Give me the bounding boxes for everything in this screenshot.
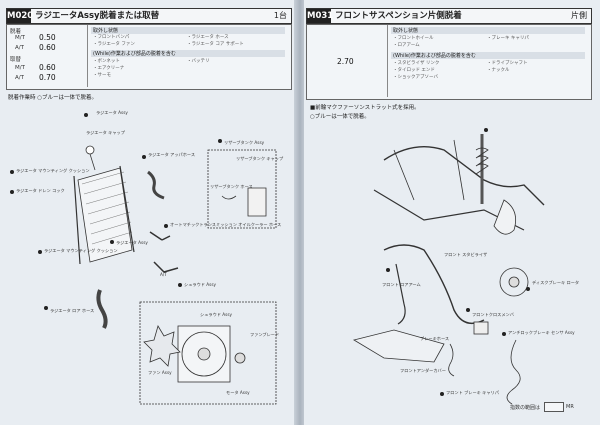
page-range-box — [544, 402, 564, 412]
part-label: リザーブタンク ホース — [210, 184, 253, 189]
callout-dot — [142, 155, 146, 159]
part-label: フロントクロスメンバ — [472, 312, 514, 317]
right-note-1: ■前輪マクファーソンストラット式を採用。 — [310, 105, 420, 111]
condition-row: ・ラジエータ ファン — [93, 42, 135, 47]
callout-dot — [218, 139, 222, 143]
part-label: ファンブレード — [250, 332, 280, 337]
callout-dot — [178, 283, 182, 287]
section-state: 取外し状態 — [91, 27, 285, 34]
part-label: アンチロックブレーキ センサ Assy — [508, 330, 575, 335]
part-label: ラジエータ キャップ — [86, 130, 125, 135]
right-page: M031 フロントサスペンション片側脱着 片側 2.70 取外し状態 ・フロント… — [304, 0, 600, 425]
page-range-mark: MR — [566, 404, 574, 410]
callout-dot — [84, 113, 88, 117]
part-label: フロント ロアアーム — [382, 282, 421, 287]
part-label: リザーブタンク キャップ — [236, 156, 284, 161]
section-state: 取外し状態 — [391, 27, 585, 34]
right-time-table: 2.70 取外し状態 ・フロントホイール ・ブレーキ キャリパ ・ロアアーム (… — [306, 24, 592, 100]
part-label: ラジエータ Assy — [116, 240, 148, 245]
part-label: オートマチックトランスミッション オイルクーラー ホース — [170, 222, 282, 227]
part-label: ラジエータ ドレン コック — [16, 188, 65, 193]
condition-row: ・スタビライザ リンク — [393, 61, 440, 66]
callout-dot — [386, 268, 390, 272]
condition-row: ・ショックアブソーバ — [393, 75, 438, 80]
callout-dot — [484, 128, 488, 132]
part-label: フロントアンダーカバー — [400, 368, 446, 373]
part-label: フロント ブレーキ キャリパ — [446, 390, 499, 395]
at-replace-value: 0.70 — [39, 73, 56, 82]
col-removal-label: 脱着 — [10, 29, 22, 35]
callout-dot — [10, 190, 14, 194]
mt-label: M/T — [15, 35, 25, 41]
part-label: モータ Assy — [226, 390, 250, 395]
callout-dot — [44, 306, 48, 310]
callout-dot — [502, 332, 506, 336]
callout-dot — [440, 392, 444, 396]
condition-row: ・ブレーキ キャリパ — [487, 36, 529, 41]
mt-replace-value: 0.60 — [39, 63, 56, 72]
operation-unit: 1台 — [273, 11, 287, 20]
mt-label-2: M/T — [15, 65, 25, 71]
part-label: リザーブタンク Assy — [224, 140, 265, 145]
operation-title: フロントサスペンション片側脱着 — [335, 11, 462, 21]
suspension-exploded-diagram — [352, 134, 545, 405]
at-removal-value: 0.60 — [39, 43, 56, 52]
condition-row: ・ドライブシャフト — [487, 61, 528, 66]
condition-row: ・ロアアーム — [393, 43, 420, 48]
left-note: 脱着作業時 ○ブルーは一体で脱着。 — [8, 95, 98, 101]
book-spine — [294, 0, 306, 425]
callout-dot — [110, 240, 114, 244]
part-label: シュラウド Assy — [200, 312, 232, 317]
part-label: ラジエータ マウンティング クッション — [16, 168, 90, 173]
col-replace-label: 取替 — [10, 57, 22, 63]
part-label: シュラウド Assy — [184, 282, 216, 287]
condition-row: ・サーモ — [93, 73, 111, 78]
callout-dot — [38, 250, 42, 254]
part-label: ファン Assy — [148, 370, 172, 375]
callout-dot — [164, 224, 168, 228]
condition-row: ・ボンネット — [93, 59, 120, 64]
callout-dot — [466, 308, 470, 312]
callout-dot — [526, 287, 530, 291]
condition-row: ・ナックル — [487, 68, 510, 73]
time-value: 2.70 — [337, 57, 354, 66]
right-note-2: ○ブルーは一体で脱着。 — [310, 114, 370, 120]
condition-row: ・エアクリーナ — [93, 66, 125, 71]
part-label: ラジエータ アッパホース — [148, 152, 196, 157]
callout-dot — [10, 170, 14, 174]
condition-row: ・ラジエータ コア サポート — [187, 42, 244, 47]
part-label: フロント スタビライザ — [444, 252, 488, 257]
condition-row: ・バッテリ — [187, 59, 210, 64]
operation-code: M031 — [307, 9, 334, 23]
at-label-2: A/T — [15, 75, 24, 81]
part-label: ディスクブレーキ ロータ — [532, 280, 580, 285]
mt-removal-value: 0.50 — [39, 33, 56, 42]
part-label: ラジエータ Assy — [96, 110, 128, 115]
left-page: M020 ラジエータAssy脱着または取替 1台 脱着 M/T 0.50 A/T… — [0, 0, 296, 425]
operation-title: ラジエータAssy脱着または取替 — [35, 11, 160, 21]
section-including: (While)作業および部品の脱着を含む — [391, 52, 585, 59]
part-label: ブレーキホース — [420, 336, 450, 341]
radiator-exploded-diagram — [73, 145, 277, 405]
left-time-table: 脱着 M/T 0.50 A/T 0.60 取替 M/T 0.60 A/T 0.7… — [6, 24, 292, 90]
condition-row: ・フロントバンパ — [93, 35, 130, 40]
at-label: A/T — [15, 45, 24, 51]
section-including: (While)作業および部品の脱着を含む — [91, 50, 285, 57]
condition-row: ・ラジエータ ホース — [187, 35, 229, 40]
page-range-label: 指数の範囲は — [510, 405, 541, 411]
operation-unit: 片側 — [571, 11, 587, 20]
part-label: ラジエータ マウンティング クッション — [44, 248, 118, 253]
part-label: ラジエータ ロア ホース — [50, 308, 95, 313]
condition-row: ・フロントホイール — [393, 36, 434, 41]
left-header: M020 ラジエータAssy脱着または取替 1台 — [6, 8, 292, 24]
right-header: M031 フロントサスペンション片側脱着 片側 — [306, 8, 592, 24]
part-label: A/T — [160, 272, 167, 277]
operation-code: M020 — [7, 9, 34, 23]
condition-row: ・タイロッド エンド — [393, 68, 435, 73]
